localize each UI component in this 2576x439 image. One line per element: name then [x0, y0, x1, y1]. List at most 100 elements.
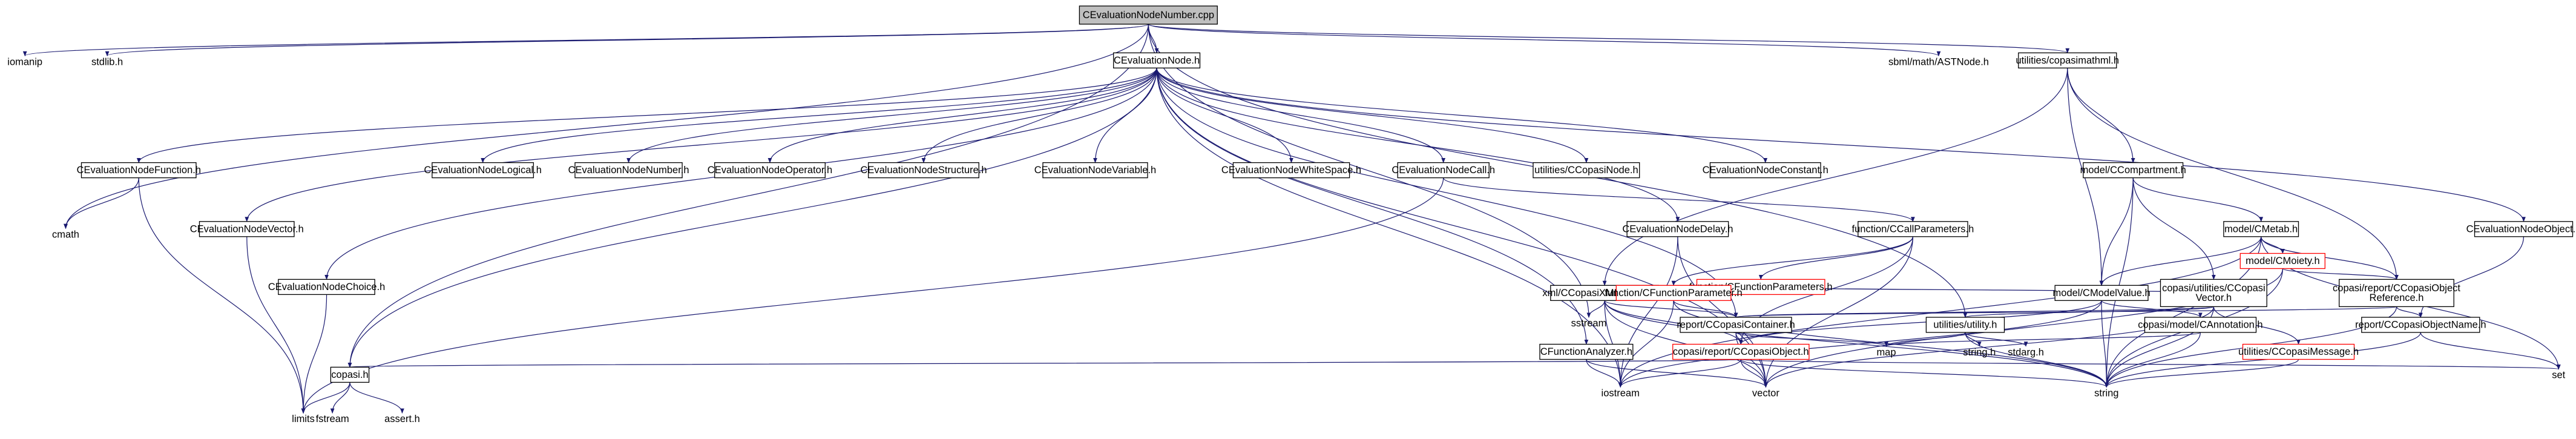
node-label-cfuncparam: function/CFunctionParameter.h	[1605, 288, 1742, 299]
node-copasih[interactable]: copasi.h	[330, 366, 370, 383]
node-ccallparams[interactable]: function/CCallParameters.h	[1852, 221, 1974, 237]
edge-utility-to-stdargh	[1965, 332, 2028, 347]
node-cobjname[interactable]: report/CCopasiObjectName.h	[2355, 317, 2486, 333]
node-root[interactable]: CEvaluationNodeNumber.cpp	[1079, 5, 1218, 25]
edge-cmessage-to-string	[2104, 359, 2299, 388]
node-cennumber[interactable]: CEvaluationNodeNumber.h	[568, 162, 689, 179]
node-label-cfuncanalyzer: CFunctionAnalyzer.h	[1540, 346, 1632, 357]
node-cenchoice[interactable]: CEvaluationNodeChoice.h	[268, 279, 386, 295]
node-label-set: set	[2552, 370, 2565, 381]
node-ccopasinode[interactable]: utilities/CCopasiNode.h	[1533, 162, 1640, 179]
node-box-ccopasivector	[2160, 279, 2267, 308]
node-cmodelvalue[interactable]: model/CModelValue.h	[2053, 285, 2150, 301]
node-cenvariable[interactable]: CEvaluationNodeVariable.h	[1034, 162, 1157, 179]
node-label-cendelay: CEvaluationNodeDelay.h	[1622, 223, 1733, 234]
edge-utility-to-string	[1965, 332, 2109, 388]
edge-ccopasiobject-to-set	[1740, 358, 2560, 370]
node-label-ccallparams: function/CCallParameters.h	[1852, 223, 1974, 234]
node-cenfunc[interactable]: CEvaluationNodeFunction.h	[77, 162, 201, 179]
node-cmoiety[interactable]: model/CMoiety.h	[2239, 253, 2325, 269]
node-box-ccompartment	[2083, 162, 2184, 179]
node-label-vector: vector	[1752, 388, 1779, 398]
edge-ccopasixml-to-ccopasiobject	[1604, 300, 1743, 345]
node-cannotation[interactable]: copasi/model/CAnnotation.h	[2138, 317, 2263, 333]
node-box-cenfunc	[80, 162, 197, 179]
node-label-iomanip: iomanip	[7, 56, 42, 67]
node-cenwhitespace[interactable]: CEvaluationNodeWhiteSpace.h	[1221, 162, 1361, 179]
node-fstream: fstream	[316, 414, 349, 424]
node-cenvector[interactable]: CEvaluationNodeVector.h	[190, 221, 304, 237]
node-cenobject[interactable]: CEvaluationNodeObject.h	[2466, 221, 2576, 237]
node-ccompartment[interactable]: model/CCompartment.h	[2080, 162, 2186, 179]
node-ccopasiobject[interactable]: copasi/report/CCopasiObject.h	[1672, 343, 1810, 360]
node-censtructure[interactable]: CEvaluationNodeStructure.h	[860, 162, 987, 179]
nodes-layer: CEvaluationNodeNumber.cpp iomanip stdlib.h…	[7, 5, 2576, 424]
node-label-cmessage: utilities/CCopasiMessage.h	[2238, 346, 2359, 357]
edge-cen-to-cenwhitespace	[1156, 68, 1293, 163]
edge-ccompartment-to-cmodelvalue	[2099, 177, 2134, 286]
node-ccontainer[interactable]: report/CCopasiContainer.h	[1677, 317, 1795, 333]
node-asserth: assert.h	[384, 414, 420, 424]
edge-ccopasixml-to-sstream	[1586, 300, 1605, 318]
node-cencall[interactable]: CEvaluationNodeCall.h	[1392, 162, 1495, 179]
node-label-cmoiety: model/CMoiety.h	[2246, 256, 2320, 266]
node-sbml: sbml/math/ASTNode.h	[1888, 56, 1989, 67]
edge-cfuncanalyzer-to-iostream	[1586, 359, 1623, 388]
node-label-cenfunc: CEvaluationNodeFunction.h	[77, 165, 201, 176]
edge-cfuncanalyzer-to-vector	[1586, 359, 1768, 388]
node-label-cenvector: CEvaluationNodeVector.h	[190, 223, 304, 234]
node-cmessage[interactable]: utilities/CCopasiMessage.h	[2238, 343, 2359, 360]
node-limits: limits	[292, 414, 315, 424]
node-label-cmath: cmath	[52, 229, 79, 240]
node-label-ccopasinode: utilities/CCopasiNode.h	[1534, 165, 1638, 176]
node-stringh: string.h	[1963, 347, 1996, 358]
node-label-censtructure: CEvaluationNodeStructure.h	[860, 165, 987, 176]
edge-copasimathml-to-ccopasixml	[1602, 68, 2068, 286]
node-box-censtructure	[868, 162, 979, 179]
node-box-ccontainer	[1680, 317, 1792, 333]
node-label-cencall: CEvaluationNodeCall.h	[1392, 165, 1495, 176]
edge-copasih-to-limits	[301, 382, 350, 414]
edges-layer	[23, 24, 2561, 414]
node-box-cmoiety	[2239, 253, 2325, 269]
node-cenconstant[interactable]: CEvaluationNodeConstant.h	[1703, 162, 1828, 179]
node-box-cenwhitespace	[1232, 162, 1350, 179]
edge-copasimathml-to-ccompartment	[2067, 68, 2135, 163]
node-label-ccopasivector: copasi/utilities/CCopasi	[2162, 283, 2266, 294]
node-label-stdlib: stdlib.h	[91, 56, 123, 67]
edge-ccontainer-to-map	[1735, 332, 1888, 347]
node-label-stdargh: stdarg.h	[2008, 347, 2044, 358]
node-copasimathml[interactable]: utilities/copasimathml.h	[2016, 52, 2120, 68]
node-vector: vector	[1752, 388, 1779, 398]
node-box-cen	[1113, 52, 1201, 68]
edge-cen-to-cenfunc	[137, 68, 1157, 163]
node-label-cenoperator: CEvaluationNodeOperator.h	[708, 165, 832, 176]
node-cfuncparam[interactable]: function/CFunctionParameter.h	[1605, 285, 1743, 301]
edge-cenfunc-to-limits	[138, 177, 306, 414]
node-cenlogical[interactable]: CEvaluationNodeLogical.h	[424, 162, 542, 179]
edge-cmodelvalue-to-cannotation	[2101, 300, 2203, 318]
node-label-copasimathml: utilities/copasimathml.h	[2016, 55, 2120, 66]
node-cenoperator[interactable]: CEvaluationNodeOperator.h	[708, 162, 832, 179]
node-box-cmodelvalue	[2054, 285, 2149, 301]
edge-cen-to-iostream	[1156, 68, 1623, 388]
node-set: set	[2552, 370, 2565, 381]
edge-cen-to-ccontainer	[1156, 68, 1738, 318]
edge-ccopasiobject-to-copasih	[349, 358, 1741, 368]
node-cfuncanalyzer[interactable]: CFunctionAnalyzer.h	[1539, 343, 1634, 360]
edge-ccopasiobject-to-iostream	[1618, 359, 1741, 388]
node-cen[interactable]: CEvaluationNode.h	[1113, 52, 1201, 68]
edge-ccompartment-to-ccopasivector	[2132, 177, 2216, 280]
node-box-cfuncanalyzer	[1539, 343, 1634, 360]
node-box-copasimathml	[2018, 52, 2117, 68]
node-cendelay[interactable]: CEvaluationNodeDelay.h	[1622, 221, 1733, 237]
edge-cmodelvalue-to-string	[2101, 300, 2109, 388]
edge-cmodelvalue-to-ccopasiobject	[1738, 300, 2102, 345]
node-label-cenlogical: CEvaluationNodeLogical.h	[424, 165, 541, 176]
node-utility[interactable]: utilities/utility.h	[1925, 317, 2005, 333]
node-cmetab[interactable]: model/CMetab.h	[2223, 221, 2299, 237]
node-label-sbml: sbml/math/ASTNode.h	[1888, 56, 1989, 67]
